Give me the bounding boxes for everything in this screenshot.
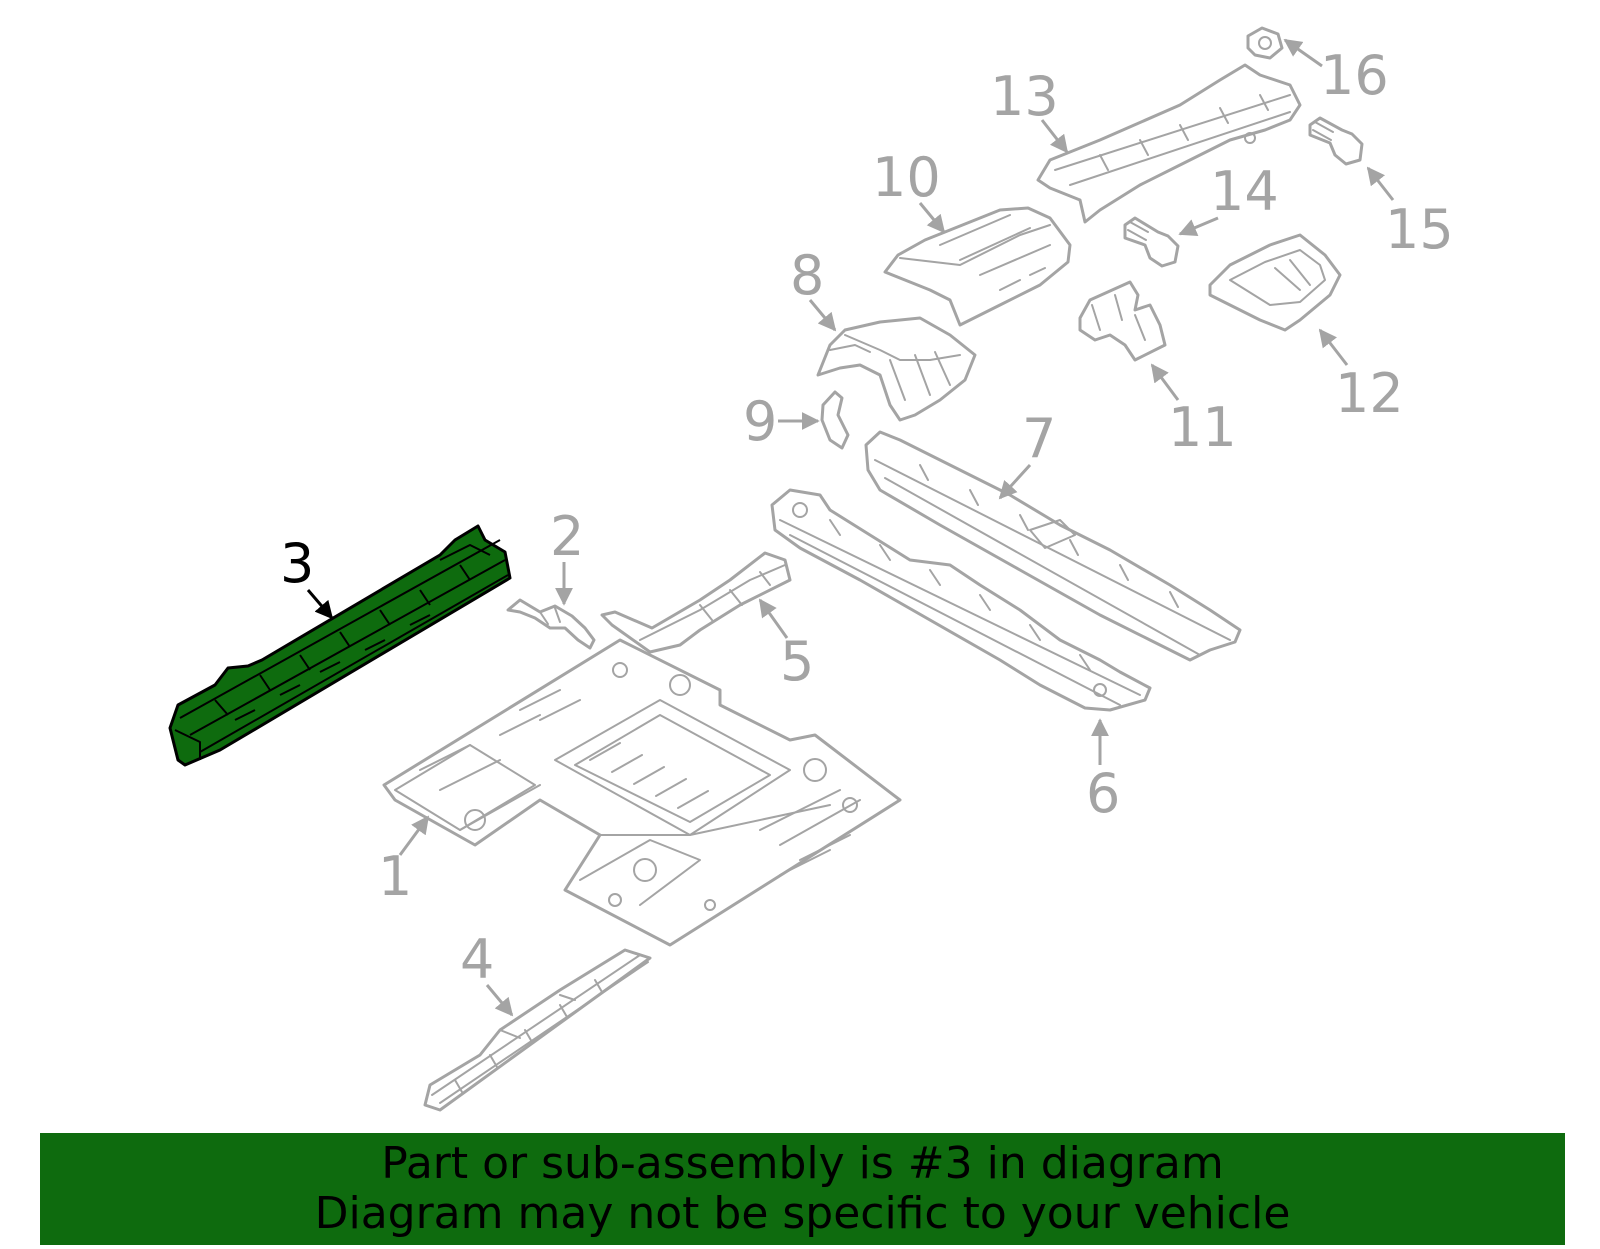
info-banner: Part or sub-assembly is #3 in diagram Di… bbox=[40, 1133, 1565, 1245]
callout-14: 14 bbox=[1210, 160, 1279, 223]
part-11-bracket[interactable] bbox=[1078, 280, 1167, 362]
callout-9: 9 bbox=[743, 390, 777, 453]
callout-13: 13 bbox=[990, 65, 1059, 128]
callout-10: 10 bbox=[872, 146, 941, 209]
leader-12 bbox=[1318, 328, 1349, 366]
leader-lines bbox=[306, 38, 1395, 1017]
leader-11 bbox=[1150, 363, 1180, 401]
callout-5: 5 bbox=[780, 630, 814, 693]
part-6-long-rail[interactable] bbox=[770, 488, 1152, 712]
leader-10 bbox=[918, 202, 946, 234]
leader-15 bbox=[1366, 166, 1395, 201]
part-8-wheelhouse[interactable] bbox=[816, 316, 977, 422]
part-7-long-rail[interactable] bbox=[864, 430, 1242, 662]
part-15-bolt[interactable] bbox=[1308, 116, 1364, 166]
callout-11: 11 bbox=[1168, 396, 1237, 459]
part-16-nut[interactable] bbox=[1246, 26, 1284, 60]
leader-8 bbox=[808, 299, 837, 332]
leader-7 bbox=[998, 463, 1032, 500]
part-10-panel[interactable] bbox=[883, 206, 1072, 327]
part-9-clip[interactable] bbox=[820, 390, 850, 450]
callout-1: 1 bbox=[378, 845, 412, 908]
banner-line-2: Diagram may not be specific to your vehi… bbox=[314, 1188, 1291, 1239]
part-1-floor-pan[interactable] bbox=[382, 638, 902, 947]
leader-16 bbox=[1283, 38, 1323, 68]
callout-15: 15 bbox=[1385, 198, 1454, 261]
callout-3: 3 bbox=[280, 532, 314, 595]
part-5-crossmember[interactable] bbox=[600, 551, 792, 654]
part-4-rocker-rail[interactable] bbox=[423, 948, 652, 1112]
banner-line-1: Part or sub-assembly is #3 in diagram bbox=[381, 1138, 1224, 1189]
callout-12: 12 bbox=[1335, 362, 1404, 425]
part-3-side-rail-highlighted[interactable] bbox=[168, 524, 512, 767]
callout-6: 6 bbox=[1086, 762, 1120, 825]
leader-4 bbox=[485, 984, 514, 1017]
callout-16: 16 bbox=[1320, 44, 1389, 107]
part-14-bolt[interactable] bbox=[1123, 216, 1180, 268]
part-12-cover[interactable] bbox=[1208, 233, 1342, 332]
part-13-crossmember[interactable] bbox=[1036, 63, 1302, 224]
callout-2: 2 bbox=[550, 505, 584, 568]
leader-13 bbox=[1040, 119, 1069, 154]
callout-8: 8 bbox=[790, 244, 824, 307]
leader-1 bbox=[398, 815, 430, 856]
leader-3 bbox=[306, 589, 334, 620]
part-2-bracket[interactable] bbox=[506, 598, 596, 650]
callout-7: 7 bbox=[1022, 407, 1056, 470]
leader-14 bbox=[1178, 216, 1219, 237]
callout-labels: 1 2 3 4 5 6 7 8 9 10 11 12 13 14 15 16 bbox=[280, 44, 1454, 991]
callout-4: 4 bbox=[460, 928, 494, 991]
leader-5 bbox=[758, 598, 789, 639]
